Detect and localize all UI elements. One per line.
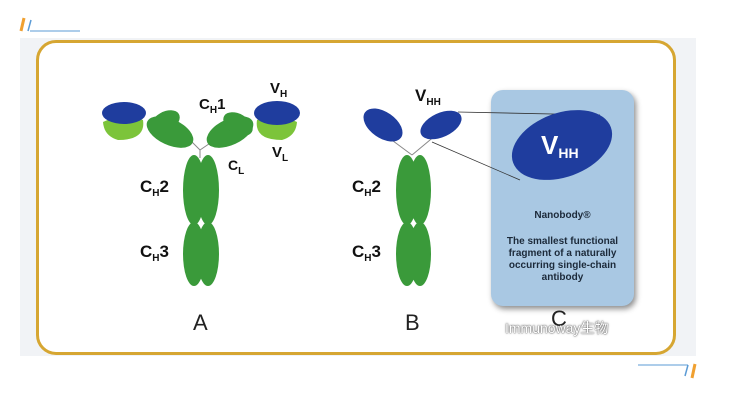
label-cl-a: CL <box>228 157 245 177</box>
vhh-left <box>363 108 403 142</box>
b-ch3-right <box>409 222 431 286</box>
watermark: Immunoway生物 <box>505 320 609 336</box>
heavy-vh-left <box>150 110 180 134</box>
panel-label-c: C <box>551 306 567 331</box>
panel-label-b: B <box>405 310 420 335</box>
label-ch2-a: CH2 <box>140 177 169 199</box>
b-ch2-right <box>409 155 431 225</box>
panel-label-a: A <box>193 310 208 335</box>
label-ch3-a: CH3 <box>140 242 169 264</box>
panel-b-antibody <box>363 108 601 286</box>
label-vh-a: VH <box>270 80 288 100</box>
variable-light-left <box>102 102 146 124</box>
panel-a-antibody <box>102 101 300 286</box>
vhh-enlarged <box>511 110 613 180</box>
label-vl-a: VL <box>272 144 289 164</box>
label-vhh-b: VHH <box>415 86 441 108</box>
nanobody-title: Nanobody® <box>534 210 591 221</box>
label-ch2-b: CH2 <box>352 177 381 199</box>
label-ch1-a: CH1 <box>199 96 226 116</box>
label-vhh-enlarged: VHH <box>541 130 579 161</box>
corner-mark-top-left <box>19 17 80 32</box>
corner-mark-bottom-right <box>638 363 697 379</box>
heavy-ch3-right <box>197 222 219 286</box>
heavy-vh-right <box>223 112 253 136</box>
vhh-right <box>420 110 462 140</box>
nanobody-description: The smallest functional fragment of a na… <box>506 236 619 283</box>
variable-light-right <box>254 101 300 125</box>
label-ch3-b: CH3 <box>352 242 381 264</box>
heavy-ch2-right <box>197 155 219 225</box>
